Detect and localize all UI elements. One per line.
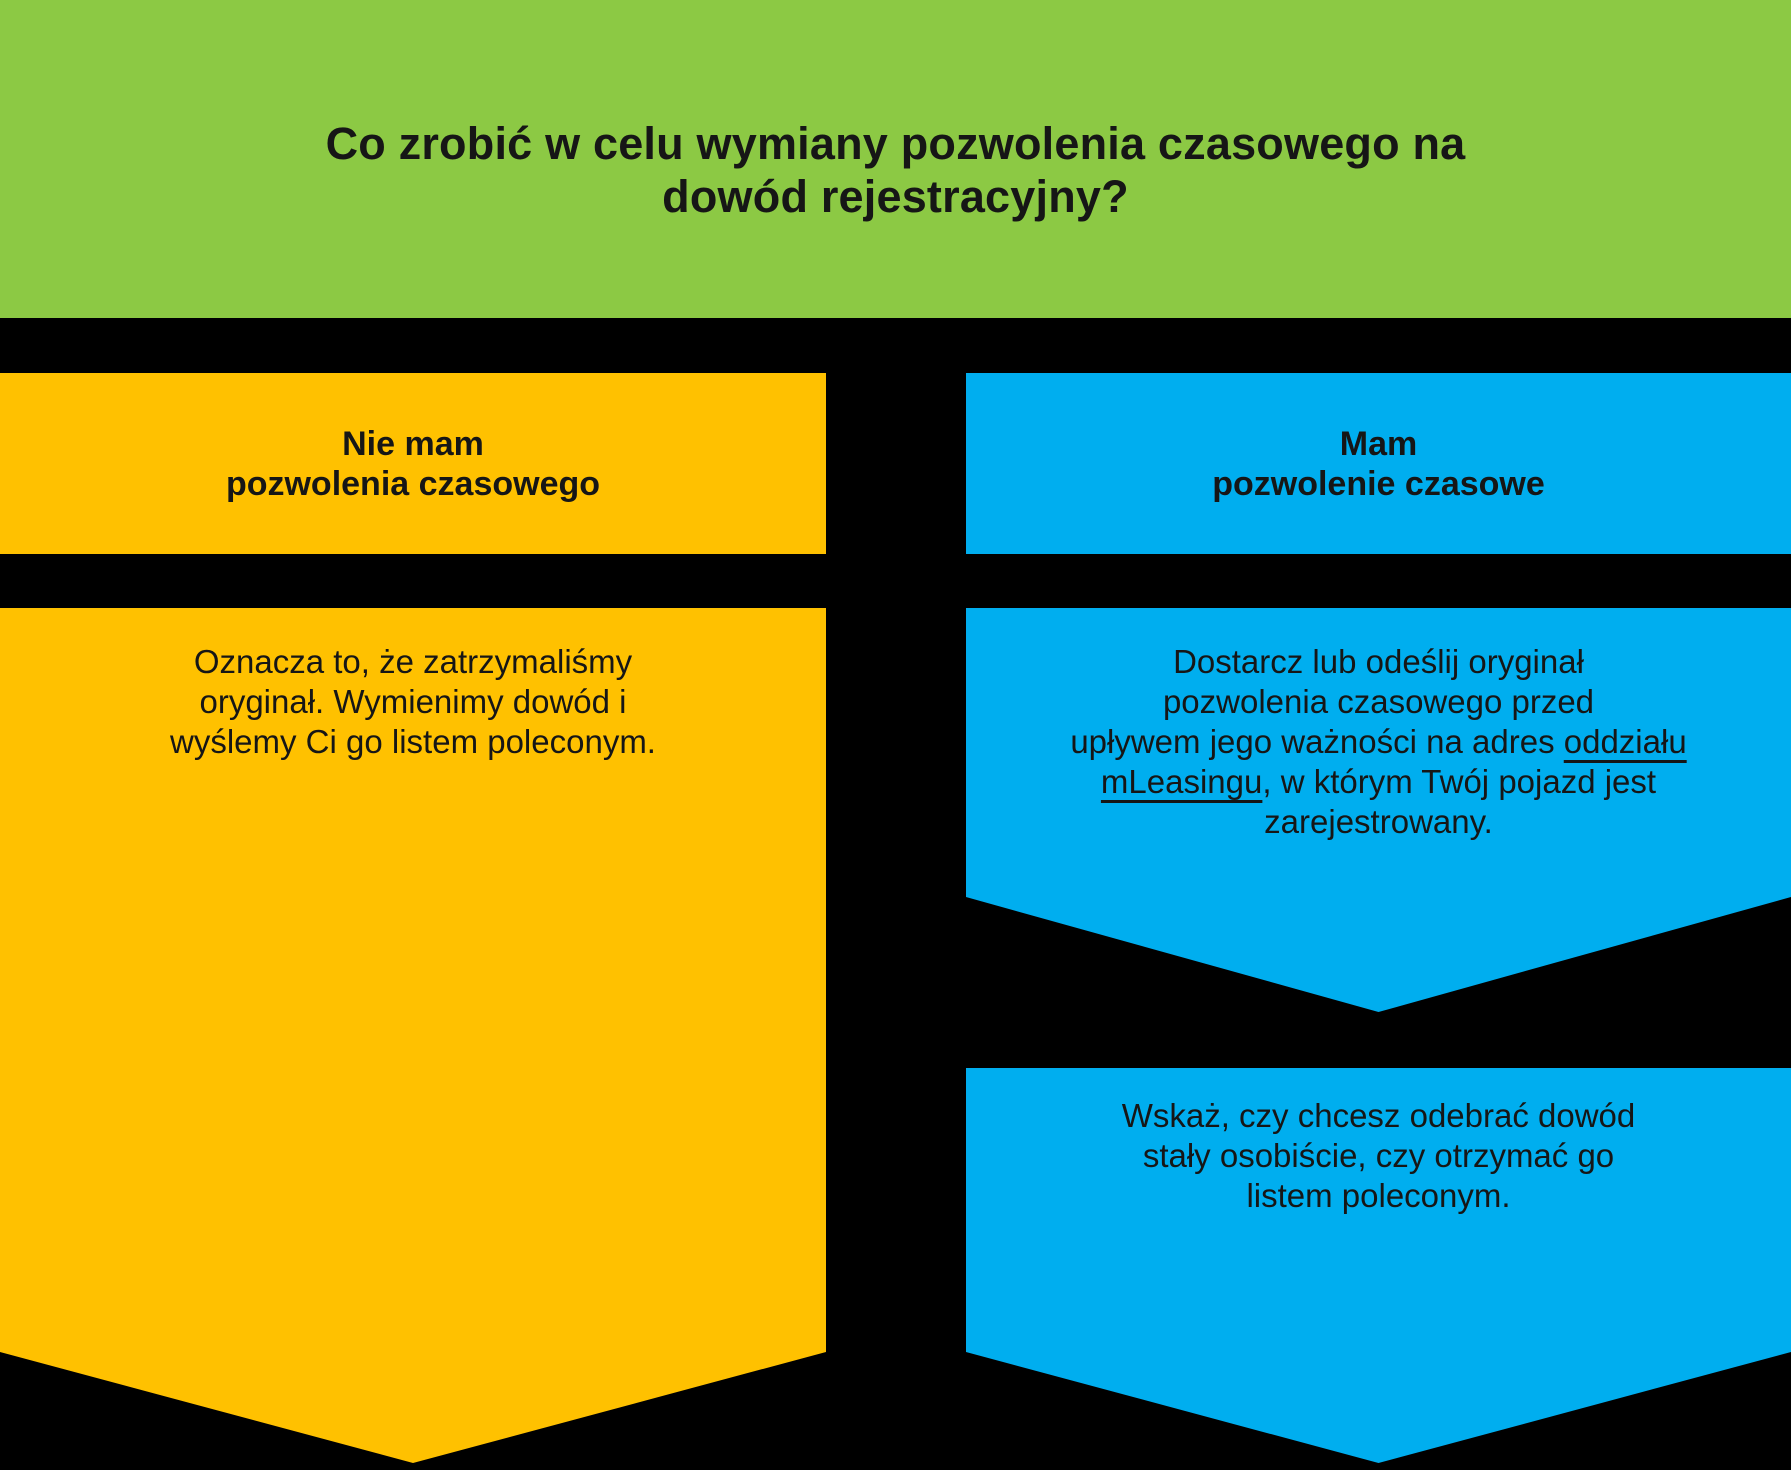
step1-last-line: pojazd jest zarejestrowany. — [1264, 763, 1657, 840]
branch-header-has-permit-label: Mam pozwolenie czasowe — [1212, 424, 1545, 503]
step1-link-suffix: , w którym Twój — [1262, 763, 1490, 800]
branch-header-no-permit-label: Nie mam pozwolenia czasowego — [225, 424, 601, 503]
mleasing-branch-link[interactable]: oddziału mLeasingu — [1100, 723, 1687, 800]
page-title: Co zrobić w celu wymiany pozwolenia czas… — [325, 118, 1466, 222]
no-permit-card: Oznacza to, że zatrzymaliśmy oryginał. W… — [0, 608, 826, 1463]
has-permit-step1-card: Dostarcz lub odeślij oryginał pozwolenia… — [966, 608, 1791, 1012]
has-permit-step2-card: Wskaż, czy chcesz odebrać dowód stały os… — [966, 1068, 1791, 1463]
branch-header-no-permit: Nie mam pozwolenia czasowego — [0, 373, 826, 554]
branch-header-has-permit: Mam pozwolenie czasowe — [966, 373, 1791, 554]
has-permit-step2-text: Wskaż, czy chcesz odebrać dowód stały os… — [1121, 1097, 1636, 1214]
has-permit-step1-text: Dostarcz lub odeślij oryginał pozwolenia… — [966, 642, 1791, 842]
no-permit-card-text: Oznacza to, że zatrzymaliśmy oryginał. W… — [170, 643, 656, 760]
step1-lines-top: Dostarcz lub odeślij oryginał pozwolenia… — [1070, 643, 1595, 760]
header-banner: Co zrobić w celu wymiany pozwolenia czas… — [0, 0, 1791, 318]
